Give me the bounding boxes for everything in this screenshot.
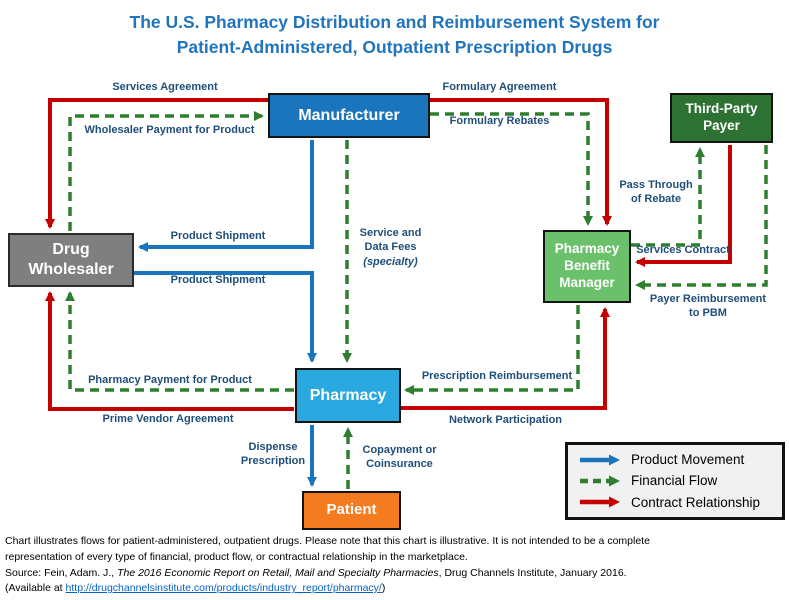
label-service-fees-line1: Service and	[359, 227, 422, 239]
legend-row-contract-relationship: Contract Relationship	[568, 495, 782, 510]
label-dispense-prescription: Dispense Prescription	[228, 440, 318, 469]
label-service-fees-note: (specialty)	[363, 255, 418, 268]
edge-services-agreement-line	[45, 98, 268, 229]
title-line-1: The U.S. Pharmacy Distribution and Reimb…	[129, 12, 660, 32]
footer-available-prefix: (Available at	[5, 582, 66, 595]
node-pharmacy-benefit-manager: Pharmacy Benefit Manager	[543, 230, 631, 303]
legend-row-financial-flow: Financial Flow	[568, 473, 782, 488]
label-service-fees-line2: Data Fees	[364, 241, 417, 254]
footer-source-suffix: , Drug Channels Institute, January 2016.	[438, 566, 627, 579]
contract-relationship-arrow-icon	[580, 496, 620, 508]
legend: Product Movement Financial Flow Contract…	[565, 442, 785, 520]
label-network-participation: Network Participation	[448, 414, 563, 426]
label-pharmacy-payment: Pharmacy Payment for Product	[88, 374, 252, 386]
footer-source-title: The 2016 Economic Report on Retail, Mail…	[117, 566, 439, 579]
label-services-contract: Services Contract	[636, 244, 730, 256]
source-link[interactable]: http://drugchannelsinstitute.com/product…	[65, 582, 382, 595]
footer-source-line: Source: Fein, Adam. J., The 2016 Economi…	[5, 566, 785, 582]
legend-label-financial-flow: Financial Flow	[631, 473, 718, 489]
edge-pharmacy-payment-line	[65, 291, 294, 392]
label-prescription-reimbursement: Prescription Reimbursement	[421, 370, 573, 382]
edge-network-participation-line	[401, 307, 610, 410]
footer-available-line: (Available at http://drugchannelsinstitu…	[5, 581, 785, 597]
label-pass-through-line1: Pass Through	[619, 179, 693, 191]
label-payer-reimbursement-line1: Payer Reimbursement	[649, 293, 767, 305]
footer-note-line-2: representation of every type of financia…	[5, 550, 468, 563]
edge-pass-through-of-rebate-line	[631, 147, 705, 247]
footer-source-prefix: Source: Fein, Adam. J.,	[5, 566, 118, 579]
label-formulary-agreement: Formulary Agreement	[442, 81, 557, 93]
financial-flow-arrow-icon	[580, 475, 620, 487]
label-product-shipment-1: Product Shipment	[170, 230, 266, 242]
edge-product-shipment-wholesaler-line	[138, 140, 314, 252]
label-wholesaler-payment: Wholesaler Payment for Product	[84, 124, 255, 136]
footer-available-suffix: )	[381, 582, 386, 595]
edge-formulary-agreement-line	[430, 98, 612, 226]
edge-payer-reimbursement-line	[635, 145, 768, 290]
label-payer-reimbursement-line2: to PBM	[689, 307, 727, 320]
edge-prescription-reimbursement-line	[404, 305, 580, 395]
title-line-2: Patient-Administered, Outpatient Prescri…	[176, 36, 613, 57]
node-manufacturer: Manufacturer	[268, 93, 430, 138]
label-copayment-or-coinsurance: Copayment or Coinsurance	[352, 443, 447, 472]
label-prime-vendor-agreement: Prime Vendor Agreement	[102, 413, 234, 425]
node-patient: Patient	[302, 491, 401, 530]
node-drug-wholesaler: Drug Wholesaler	[8, 233, 134, 287]
edge-formulary-rebates-line	[430, 112, 593, 226]
label-pass-through-line2: of Rebate	[630, 193, 682, 206]
edge-wholesaler-payment-line	[68, 111, 264, 231]
label-formulary-rebates: Formulary Rebates	[449, 115, 550, 127]
label-product-shipment-2: Product Shipment	[170, 274, 266, 286]
footer-notes: Chart illustrates flows for patient-admi…	[5, 534, 785, 597]
label-dispense-line1: Dispense	[248, 441, 298, 453]
footer-note-line-1: Chart illustrates flows for patient-admi…	[5, 535, 650, 547]
node-pharmacy: Pharmacy	[295, 368, 401, 423]
label-payer-reimbursement: Payer Reimbursement to PBM	[633, 292, 783, 321]
page-title: The U.S. Pharmacy Distribution and Reimb…	[0, 10, 789, 60]
label-dispense-line2: Prescription	[240, 455, 306, 468]
label-copayment-line1: Copayment or	[362, 444, 437, 456]
legend-label-contract-relationship: Contract Relationship	[631, 494, 761, 510]
label-service-and-data-fees: Service and Data Fees (specialty)	[348, 226, 433, 269]
legend-row-product-movement: Product Movement	[568, 452, 782, 467]
label-pass-through-of-rebate: Pass Through of Rebate	[602, 178, 710, 207]
edge-services-contract-line	[635, 145, 732, 267]
product-movement-arrow-icon	[580, 454, 620, 466]
label-services-agreement: Services Agreement	[112, 81, 218, 93]
node-third-party-payer: Third-Party Payer	[670, 93, 773, 143]
label-copayment-line2: Coinsurance	[366, 458, 433, 471]
legend-label-product-movement: Product Movement	[631, 452, 745, 468]
edge-product-shipment-pharmacy-line	[134, 271, 317, 363]
edge-prime-vendor-agreement-line	[45, 291, 294, 411]
